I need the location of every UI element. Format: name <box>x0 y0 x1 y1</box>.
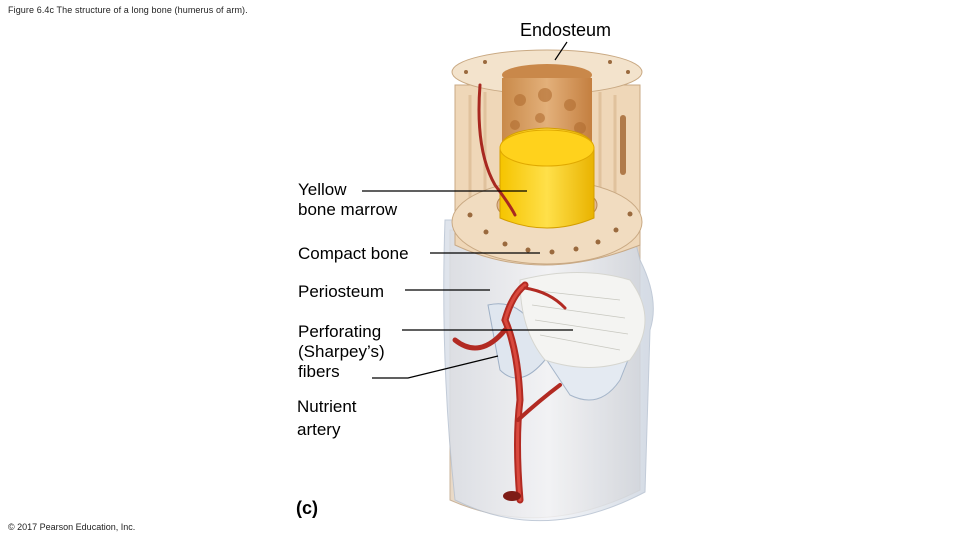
label-perforating-fibers: Perforating (Sharpey’s) fibers <box>298 322 385 381</box>
label-periosteum: Periosteum <box>298 282 384 301</box>
panel-label: (c) <box>296 498 318 518</box>
nutrient-artery-vessel <box>452 83 567 504</box>
leader-lines <box>362 41 573 379</box>
figure-caption: Figure 6.4c The structure of a long bone… <box>8 5 248 15</box>
label-endosteum: Endosteum <box>520 20 612 40</box>
label-nutrient-artery: Nutrient artery <box>297 397 357 439</box>
copyright-notice: © 2017 Pearson Education, Inc. <box>8 522 136 532</box>
artery-cut-end <box>503 491 521 501</box>
label-compact-bone: Compact bone <box>298 244 409 263</box>
label-yellow-bone-marrow: Yellow bone marrow <box>298 180 398 219</box>
central-canal <box>620 115 626 175</box>
